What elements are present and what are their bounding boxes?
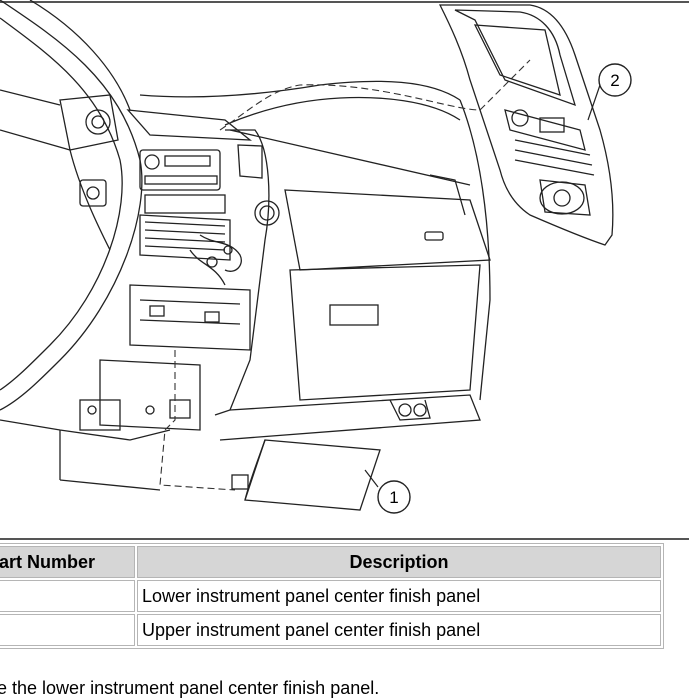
table-row: — Upper instrument panel center finish p…: [0, 614, 661, 646]
header-part-number: Part Number: [0, 546, 135, 578]
parts-table: Part Number Description — Lower instrume…: [0, 543, 664, 649]
callout-1: 1: [377, 480, 411, 514]
dashboard-diagram: 2 1: [0, 0, 689, 540]
upper-finish-panel: [438, 4, 614, 246]
lower-finish-panel: [231, 439, 381, 511]
part-number-cell: —: [0, 580, 135, 612]
description-cell: Upper instrument panel center finish pan…: [137, 614, 661, 646]
instruction-text: Remove the lower instrument panel center…: [0, 678, 380, 698]
dashboard-linework: [0, 0, 491, 491]
table-row: — Lower instrument panel center finish p…: [0, 580, 661, 612]
parts-table-wrapper: Part Number Description — Lower instrume…: [0, 543, 689, 649]
description-cell: Lower instrument panel center finish pan…: [137, 580, 661, 612]
callout-1-label: 1: [389, 488, 398, 507]
callout-2-leader: [587, 84, 601, 121]
callout-2-label: 2: [610, 71, 619, 90]
callout-1-leader: [364, 469, 379, 488]
leader-lines: [159, 59, 531, 491]
callout-2: 2: [598, 63, 632, 97]
header-description: Description: [137, 546, 661, 578]
part-number-cell: —: [0, 614, 135, 646]
table-header-row: Part Number Description: [0, 546, 661, 578]
